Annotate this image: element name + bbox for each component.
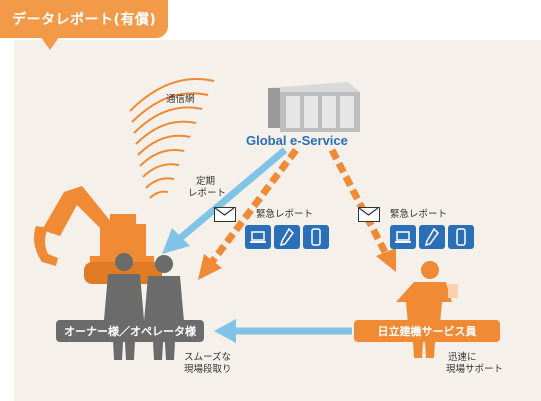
envelope-icon — [358, 207, 380, 222]
owner-note-2: 現場段取り — [184, 364, 232, 375]
envelope-icon — [214, 207, 236, 222]
title-tab-pointer — [40, 36, 60, 50]
phone-icon — [448, 225, 474, 249]
network-label: 通信網 — [166, 94, 195, 105]
excavator-icon — [34, 186, 162, 284]
device-group-right — [390, 225, 474, 249]
emergency-arrow-right — [328, 148, 396, 272]
server-label: Global e-Service — [246, 133, 348, 148]
diagram-title: データレポート(有償) — [12, 12, 157, 28]
service-person-icon — [396, 261, 458, 358]
periodic-report-label-2: レポート — [188, 188, 227, 199]
emergency-arrow-left — [198, 147, 299, 280]
service-note-2: 現場サポート — [446, 364, 504, 375]
server-icon — [268, 82, 360, 132]
pen-tablet-icon — [419, 225, 445, 249]
laptop-icon — [245, 225, 271, 249]
title-tab: データレポート(有償) — [0, 0, 169, 38]
handover-arrow — [214, 319, 352, 343]
periodic-report-label-1: 定期 — [196, 176, 216, 187]
service-note-1: 迅速に — [448, 352, 477, 363]
pen-tablet-icon — [274, 225, 300, 249]
phone-icon — [303, 225, 329, 249]
owner-note-1: スムーズな — [184, 352, 232, 363]
emergency-report-label-left: 緊急レポート — [256, 209, 314, 220]
emergency-report-label-right: 緊急レポート — [390, 209, 448, 220]
device-group-left — [245, 225, 329, 249]
service-staff-label: 日立建機サービス員 — [354, 320, 500, 342]
periodic-report-arrow — [162, 147, 288, 254]
owner-label: オーナー様／オペレータ様 — [56, 320, 204, 342]
antenna-waves-icon — [129, 78, 215, 199]
laptop-icon — [390, 225, 416, 249]
